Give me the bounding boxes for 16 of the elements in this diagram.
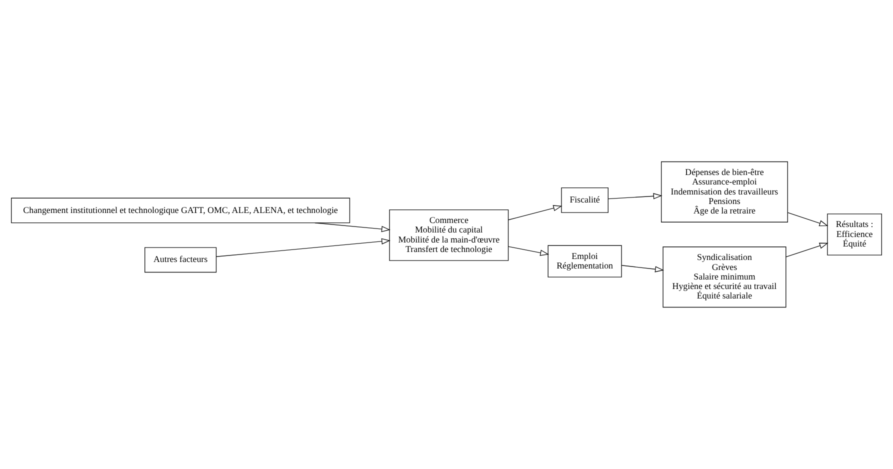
node-box: Dépenses de bien-être Assurance-emploi Indemnisation des travailleurs Pensions Âge de la retraire	[660, 161, 788, 222]
arrow	[621, 265, 664, 272]
arrow	[216, 238, 390, 257]
arrow	[608, 193, 662, 200]
arrow	[508, 246, 550, 256]
node-box: Changement institutionnel et technologique GATT, OMC, ALE, ALENA, et technologie	[11, 198, 350, 224]
arrow	[787, 212, 828, 226]
node-box: Syndicalisation Grèves Salaire minimum Hygiène et sécurité au travail Équité salariale	[662, 246, 786, 308]
node-box: Autres facteurs	[144, 247, 217, 273]
node-box: Fiscalité	[561, 187, 608, 213]
arrow	[786, 242, 828, 258]
node-box: Résultats : Efficience Équité	[827, 214, 882, 256]
node-box: Commerce Mobilité du capital Mobilité de la main-d'œuvre Transfert de technologie	[389, 209, 509, 261]
arrow	[508, 205, 562, 220]
arrow	[314, 222, 390, 232]
node-box: Emploi Réglementation	[548, 245, 622, 278]
